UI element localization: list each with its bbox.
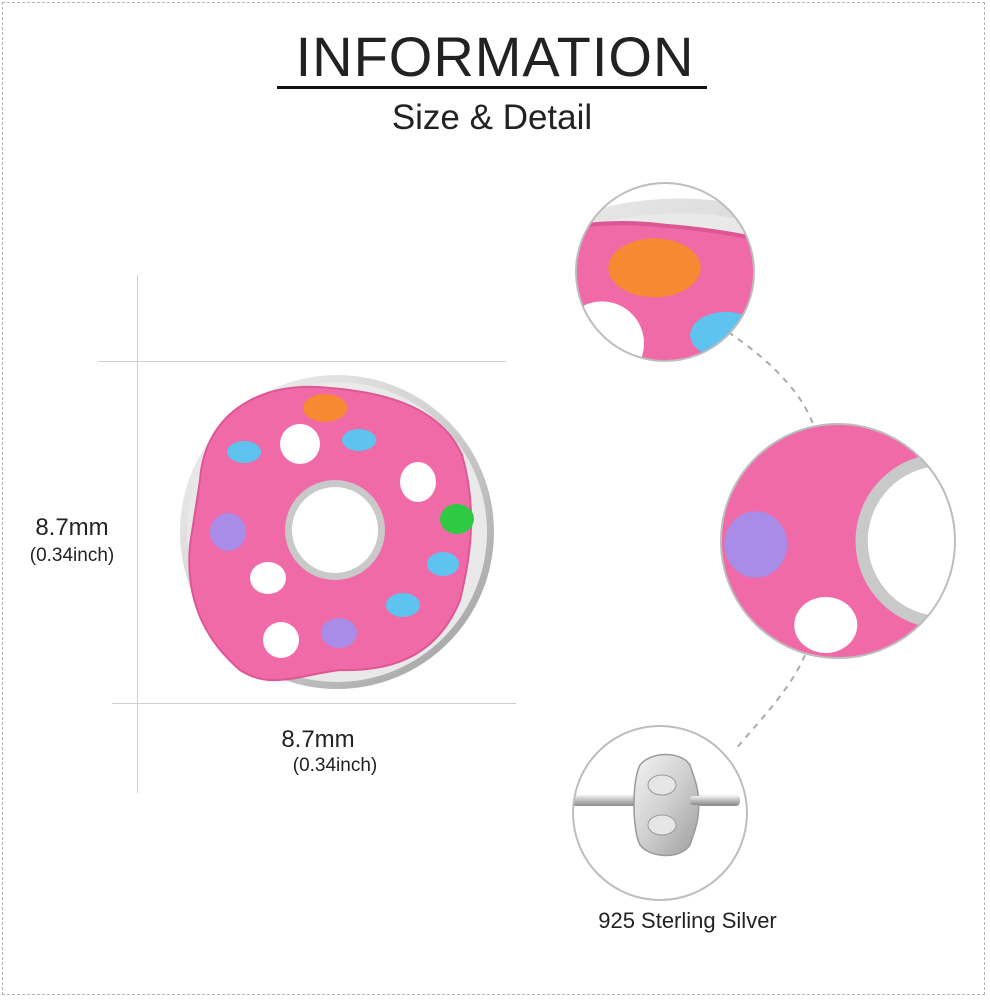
guide-line-vertical xyxy=(137,275,138,793)
width-dimension-inch: (0.34inch) xyxy=(292,755,378,776)
page-title: INFORMATION xyxy=(295,25,695,88)
detail-connector-line xyxy=(727,331,816,751)
material-label: 925 Sterling Silver xyxy=(598,908,777,933)
zoom-detail-top xyxy=(575,182,755,362)
guide-line-top xyxy=(98,361,506,362)
title-underline xyxy=(277,86,707,89)
width-dimension-mm: 8.7mm xyxy=(281,726,355,753)
height-dimension-inch: (0.34inch) xyxy=(29,545,115,566)
stud-pin-detail xyxy=(572,725,748,901)
donut-earring-front xyxy=(179,374,495,690)
zoom-detail-middle xyxy=(720,423,956,659)
guide-line-bottom xyxy=(112,703,516,704)
height-dimension-mm: 8.7mm xyxy=(35,514,109,541)
page-subtitle: Size & Detail xyxy=(391,98,593,137)
